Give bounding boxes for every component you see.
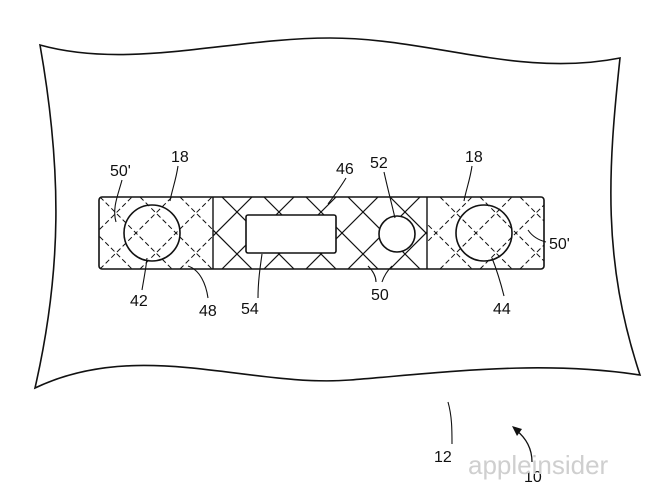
circle-52: [378, 215, 416, 253]
leader-46: [327, 177, 347, 205]
ref-50: 50: [371, 287, 389, 304]
ref-12: 12: [434, 449, 452, 466]
leader-50-a: [367, 265, 377, 283]
leader-50p-left: [114, 179, 123, 223]
leader-50-b: [381, 265, 393, 283]
ref-52: 52: [370, 155, 388, 172]
leader-12: [447, 401, 453, 445]
ref-50p-right: 50': [549, 236, 570, 253]
window-54: [245, 214, 337, 254]
ref-18-right: 18: [465, 149, 483, 166]
strip-body: [98, 196, 545, 270]
ref-50p-left: 50': [110, 163, 131, 180]
arrow-10: [512, 426, 533, 463]
ref-46: 46: [336, 161, 354, 178]
ref-48: 48: [199, 303, 217, 320]
sheet-outline: [33, 37, 642, 390]
leader-48: [187, 265, 209, 299]
leader-18-right: [463, 165, 473, 202]
circle-42: [123, 204, 181, 262]
right-dashed-hatch: [427, 197, 544, 269]
leader-54: [257, 253, 263, 299]
leader-50p-right: [527, 229, 547, 243]
leader-42: [141, 257, 148, 291]
leader-44: [491, 257, 505, 297]
ref-18-left: 18: [171, 149, 189, 166]
left-dashed-hatch: [99, 197, 213, 269]
ref-44: 44: [493, 301, 511, 318]
leader-52: [383, 171, 396, 219]
ref-10: 10: [524, 469, 542, 486]
leader-18-left: [169, 165, 179, 202]
circle-44: [455, 204, 513, 262]
appleinsider-watermark: appleinsider: [468, 450, 609, 480]
ref-42: 42: [130, 293, 148, 310]
ref-54: 54: [241, 301, 259, 318]
leader-lines: [114, 165, 547, 445]
